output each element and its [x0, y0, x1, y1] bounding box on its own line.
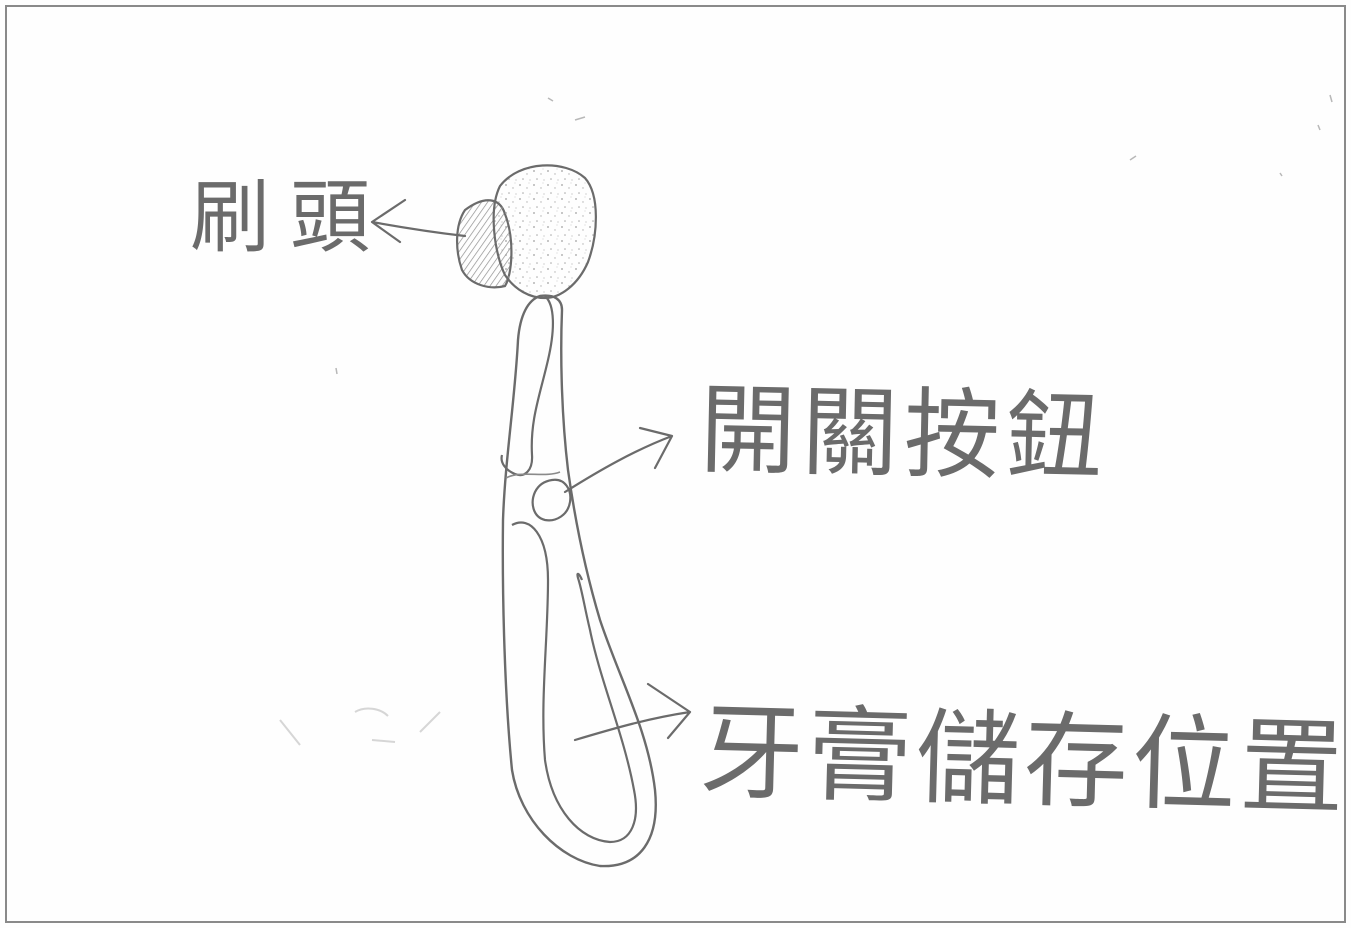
waist-line [505, 471, 561, 479]
label-brush-head: 刷頭 [190, 171, 390, 264]
arrow-switch-button [563, 426, 674, 494]
label-toothpaste-storage: 牙膏儲存位置 [698, 691, 1350, 830]
arrow-toothpaste-storage [573, 682, 692, 742]
brush-head-shape [492, 164, 597, 300]
erased-marks [279, 707, 441, 746]
page-border [5, 5, 1346, 923]
neck-groove [500, 295, 555, 477]
arrow-brush-head [370, 198, 467, 244]
handle-outline [501, 294, 657, 868]
stray-marks [335, 94, 1333, 375]
storage-inner [511, 521, 638, 844]
switch-button-shape [531, 478, 572, 522]
label-switch-button: 開關按鈕 [698, 372, 1110, 496]
arrows [370, 198, 692, 742]
